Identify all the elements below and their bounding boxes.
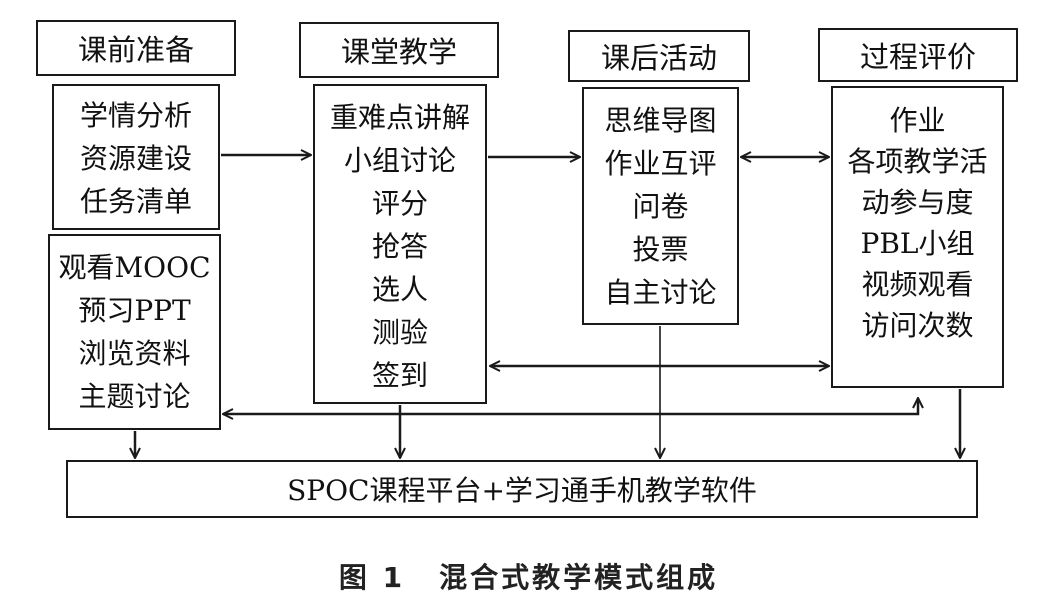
class-item: 抢答 <box>371 230 428 263</box>
class-item: 评分 <box>371 187 428 220</box>
platform-label: SPOC课程平台+学习通手机教学软件 <box>287 474 757 507</box>
eval-item: 视频观看 <box>861 268 974 301</box>
eval-item: 访问次数 <box>861 309 974 342</box>
post-item: 作业互评 <box>604 147 717 180</box>
platform-box: SPOC课程平台+学习通手机教学软件 <box>66 460 978 518</box>
pre-item: 学情分析 <box>79 99 192 132</box>
figure-title: 混合式教学模式组成 <box>439 561 719 594</box>
header-evaluation: 过程评价 <box>818 28 1018 82</box>
header-in-class-label: 课堂教学 <box>340 35 457 69</box>
figure-caption: 图 1 混合式教学模式组成 <box>0 556 1057 596</box>
eval-item: PBL小组 <box>860 227 975 260</box>
post-item: 投票 <box>632 233 689 266</box>
eval-item: 各项教学活 <box>847 145 988 178</box>
header-post-class-label: 课后活动 <box>600 41 717 75</box>
post-class-box: 思维导图 作业互评 问卷 投票 自主讨论 <box>582 87 739 325</box>
class-item: 签到 <box>371 359 428 392</box>
pre-activity-item: 浏览资料 <box>78 337 191 370</box>
header-in-class: 课堂教学 <box>299 22 499 78</box>
class-item: 小组讨论 <box>343 144 456 177</box>
class-item: 测验 <box>371 316 428 349</box>
post-item: 思维导图 <box>604 104 717 137</box>
pre-item: 任务清单 <box>79 185 192 218</box>
eval-item: 动参与度 <box>861 186 974 219</box>
class-item: 选人 <box>371 273 428 306</box>
header-pre-class-label: 课前准备 <box>77 33 194 67</box>
class-item: 重难点讲解 <box>329 101 470 134</box>
pre-activity-item: 主题讨论 <box>78 380 191 413</box>
evaluation-box: 作业 各项教学活 动参与度 PBL小组 视频观看 访问次数 <box>831 86 1004 388</box>
figure-number: 图 1 <box>338 561 406 594</box>
in-class-box: 重难点讲解 小组讨论 评分 抢答 选人 测验 签到 <box>313 84 487 404</box>
pre-activity-item: 观看MOOC <box>58 251 211 284</box>
pre-activity-item: 预习PPT <box>78 294 191 327</box>
pre-item: 资源建设 <box>79 142 192 175</box>
pre-class-prep-box: 学情分析 资源建设 任务清单 <box>52 84 220 230</box>
post-item: 自主讨论 <box>604 276 717 309</box>
arrow-pre-eval-loop <box>223 398 918 414</box>
header-post-class: 课后活动 <box>568 30 750 82</box>
header-evaluation-label: 过程评价 <box>859 40 976 74</box>
post-item: 问卷 <box>632 190 689 223</box>
eval-item: 作业 <box>889 104 946 137</box>
pre-class-activity-box: 观看MOOC 预习PPT 浏览资料 主题讨论 <box>48 234 221 430</box>
header-pre-class: 课前准备 <box>36 20 236 76</box>
